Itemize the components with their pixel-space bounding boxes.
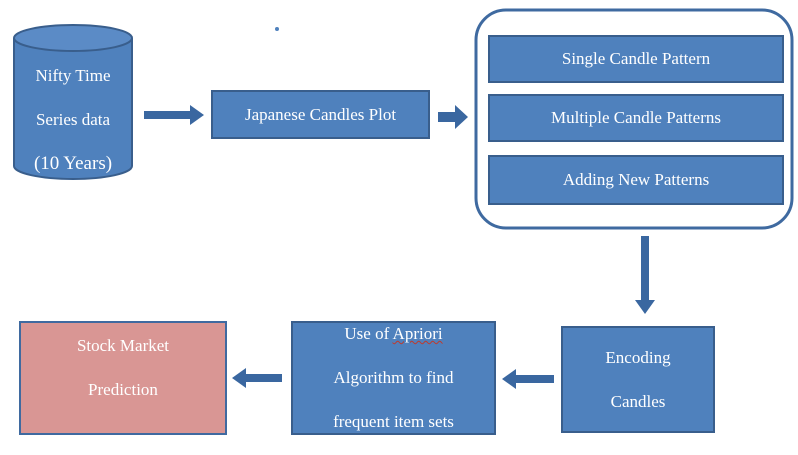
multiple-candle-label: Multiple Candle Patterns — [551, 108, 721, 127]
adding-new-label: Adding New Patterns — [562, 170, 710, 189]
japanese-candles-box — [211, 90, 430, 139]
arrow-cylinder-to-japanese — [144, 105, 204, 125]
encoding-line-2: Candles — [610, 391, 666, 411]
arrow-group-to-encoding — [635, 236, 655, 314]
apriori-line-1: Use of Apriori — [333, 323, 454, 345]
arrow-apriori-to-prediction — [232, 368, 282, 388]
encoding-line-1: Encoding — [605, 347, 671, 367]
nifty-data-cylinder — [13, 24, 133, 180]
apriori-box — [291, 321, 496, 435]
multiple-candle-box — [488, 94, 784, 142]
nifty-data-label: Nifty Time Series data (10 Years) — [14, 66, 132, 174]
apriori-line-3: frequent item sets — [333, 412, 454, 431]
apriori-label: Use of Apriori Algorithm to find frequen… — [292, 322, 495, 434]
encoding-box — [561, 326, 715, 433]
stock-prediction-line-1: Stock Market — [76, 336, 170, 355]
apriori-line-2: Algorithm to find — [333, 368, 454, 387]
stock-prediction-box — [19, 321, 227, 435]
apriori-line-1-prefix: Use of — [344, 324, 393, 343]
nifty-data-line-2: Series data — [35, 110, 111, 129]
arrow-japanese-to-group — [438, 105, 468, 129]
stray-dot — [275, 27, 279, 31]
apriori-word: Apriori — [392, 324, 443, 343]
diagram-shapes — [13, 8, 794, 435]
adding-new-box — [488, 155, 784, 205]
encoding-label: Encoding Candles — [562, 327, 714, 432]
nifty-data-line-3: (10 Years) — [33, 153, 113, 174]
flow-diagram: Nifty Time Series data (10 Years) Japane… — [13, 8, 794, 435]
japanese-candles-label: Japanese Candles Plot — [244, 104, 397, 124]
stock-prediction-line-2: Prediction — [88, 380, 158, 399]
single-candle-box — [488, 35, 784, 83]
single-candle-label: Single Candle Pattern — [561, 49, 711, 68]
nifty-data-line-1: Nifty Time — [35, 66, 111, 85]
stock-prediction-label: Stock Market Prediction — [20, 322, 226, 434]
arrow-encoding-to-apriori — [502, 369, 554, 389]
